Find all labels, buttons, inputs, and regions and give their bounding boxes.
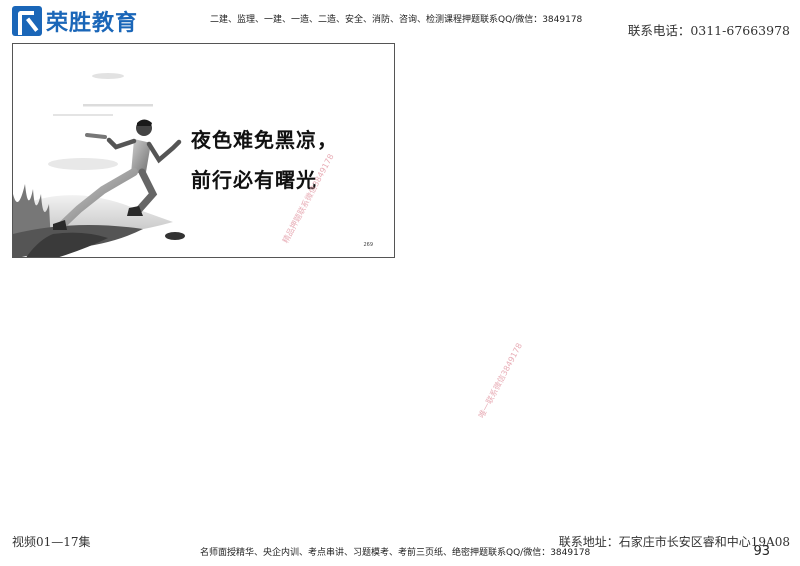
logo-text: 荣胜教育 — [46, 11, 139, 36]
runner-illustration — [13, 73, 185, 257]
page-number: 93 — [753, 544, 770, 559]
slide-page-label: 269 — [363, 242, 373, 248]
slide-text-line-2: 前行必有曙光 — [191, 168, 317, 192]
footer-video-range: 视频01—17集 — [12, 535, 91, 549]
footer-address: 联系地址：石家庄市长安区睿和中心19A08 — [558, 535, 790, 549]
header-course-info: 二建、监理、一建、一造、二造、安全、消防、咨询、检测课程押题联系QQ/微信：38… — [210, 15, 583, 25]
slide-text-line-1: 夜色难免黑凉， — [191, 128, 338, 152]
slide-image: 夜色难免黑凉， 前行必有曙光 269 — [12, 43, 395, 258]
watermark-text: 唯一联系微信3849178 — [476, 341, 525, 420]
logo-icon — [12, 6, 42, 36]
header-phone: 联系电话：0311-67663978 — [627, 23, 790, 38]
logo: 荣胜教育 — [12, 6, 138, 36]
footer-course-info: 名师面授精华、央企内训、考点串讲、习题模考、考前三页纸、绝密押题联系QQ/微信：… — [200, 548, 591, 558]
